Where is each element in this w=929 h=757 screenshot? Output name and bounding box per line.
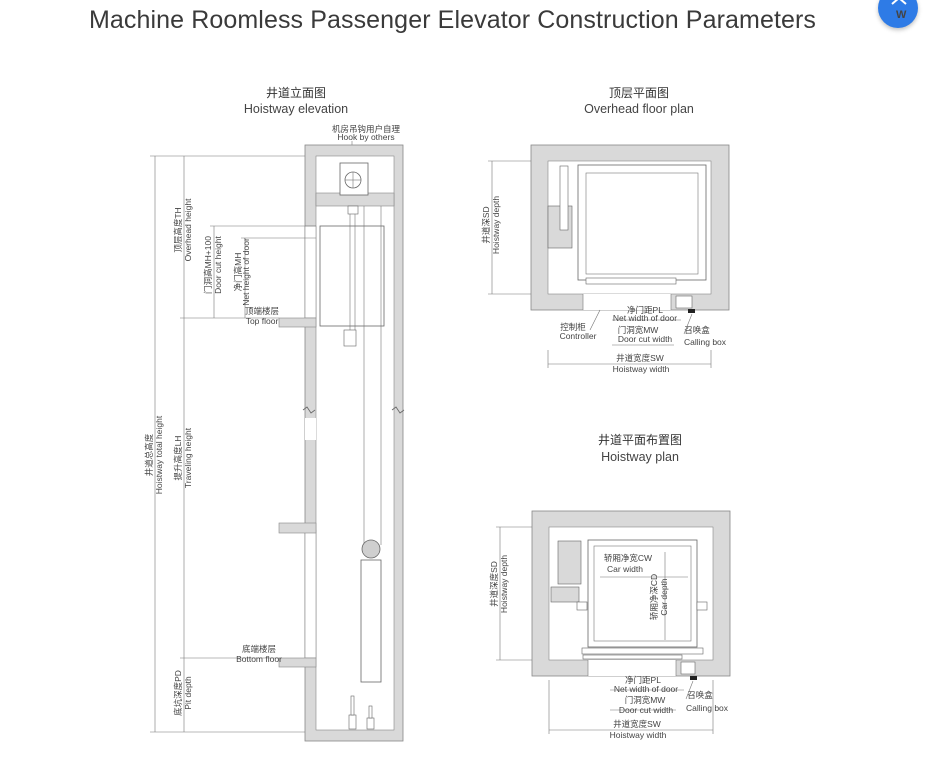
car-width-label-en: Car width [607, 564, 643, 574]
plan-net-width-label-cn: 净门距PL [625, 675, 661, 685]
pit-depth-label-en: Pit depth [183, 676, 193, 710]
total-height-label-en: Hoistway total height [154, 415, 164, 494]
plan-depth-label-cn: 井道深度SD [489, 561, 499, 607]
elevation-title-en: Hoistway elevation [244, 102, 348, 116]
top-floor-label-en: Top floor [246, 316, 279, 326]
plan-calling-box-label-cn: 召唤盒 [687, 690, 713, 700]
plan-calling-box [690, 676, 697, 680]
overhead-title-cn: 顶层平面图 [609, 86, 669, 100]
overhead-door-cut-label-cn: 门洞宽MW [618, 325, 659, 335]
overhead-depth-label-en: Hoistway depth [491, 196, 501, 254]
overhead-depth-label-cn: 井道深SD [481, 206, 491, 243]
plan-calling-box-label-en: Calling box [686, 703, 729, 713]
translate-button[interactable]: W [878, 0, 918, 28]
traveling-height-label-en: Traveling height [183, 427, 193, 488]
door-cut-height-label-en: Door cut height [213, 236, 223, 294]
bottom-floor-label-en: Bottom floor [236, 654, 282, 664]
bottom-floor-slab [278, 657, 317, 668]
overhead-net-width-label-en: Net width of door [613, 313, 677, 323]
controller-label-cn: 控制柜 [560, 322, 586, 332]
plan-net-width-label-en: Net width of door [614, 684, 678, 694]
elevation-title-cn: 井道立面图 [266, 85, 326, 100]
overhead-floor-plan: 顶层平面图 Overhead floor plan 井道深SD Hoistway… [481, 86, 730, 374]
calling-box [688, 309, 695, 313]
plan-title-en: Hoistway plan [601, 450, 679, 464]
plan-depth-label-en: Hoistway depth [499, 555, 509, 613]
traveling-height-label-cn: 提升高度LH [173, 436, 183, 481]
car-width-label-cn: 轿厢净宽CW [604, 553, 652, 563]
top-floor-label-cn: 顶端楼层 [245, 306, 279, 316]
car-depth-label-en: Car depth [659, 578, 669, 616]
plan-door-cut-label-en: Door cut width [619, 705, 674, 715]
elevator-car [319, 225, 385, 327]
counterweight [360, 559, 382, 683]
plan-width-label-cn: 井道宽度SW [613, 719, 661, 729]
pit-depth-label-cn: 底坑深度PD [173, 670, 183, 716]
overhead-height-label-cn: 顶层高度TH [173, 207, 183, 252]
overhead-calling-box-label-en: Calling box [684, 337, 727, 347]
overhead-height-label-en: Overhead height [183, 198, 193, 261]
hoistway-plan: 井道平面布置图 Hoistway plan 轿厢净宽CW Car width 轿… [489, 433, 731, 740]
plan-width-label-en: Hoistway width [610, 730, 667, 740]
plan-door-cut-label-cn: 门洞宽MW [625, 695, 666, 705]
overhead-net-width-label-cn: 净门距PL [627, 305, 663, 315]
net-door-height-label-en: Net height of door [241, 238, 251, 306]
overhead-width-label-cn: 井道宽度SW [616, 353, 664, 363]
overhead-door-cut-label-en: Door cut width [618, 334, 673, 344]
overhead-width-label-en: Hoistway width [613, 364, 670, 374]
net-door-height-label-cn: 净门高MH [233, 253, 243, 292]
hoistway-elevation: 井道立面图 Hoistway elevation 机房吊钩用户自理 Hook b… [144, 85, 405, 742]
hook-label-en: Hook by others [337, 132, 394, 142]
overhead-calling-box-label-cn: 召唤盒 [684, 325, 710, 335]
translate-icon: W [891, 0, 907, 21]
total-height-label-cn: 井道总高度 [144, 433, 154, 476]
car-depth-label-cn: 轿厢净深CD [649, 574, 659, 620]
bottom-floor-label-cn: 底端楼层 [242, 644, 276, 654]
overhead-title-en: Overhead floor plan [584, 102, 694, 116]
plan-counterweight [557, 540, 582, 585]
hook-label-cn: 机房吊钩用户自理 [332, 124, 401, 134]
controller-label-en: Controller [560, 331, 597, 341]
svg-text:W: W [896, 9, 907, 21]
top-floor-slab [278, 317, 317, 328]
plan-title-cn: 井道平面布置图 [598, 433, 682, 447]
door-cut-height-label-cn: 门洞高MH+100 [203, 236, 213, 294]
page-title: Machine Roomless Passenger Elevator Cons… [88, 6, 817, 34]
